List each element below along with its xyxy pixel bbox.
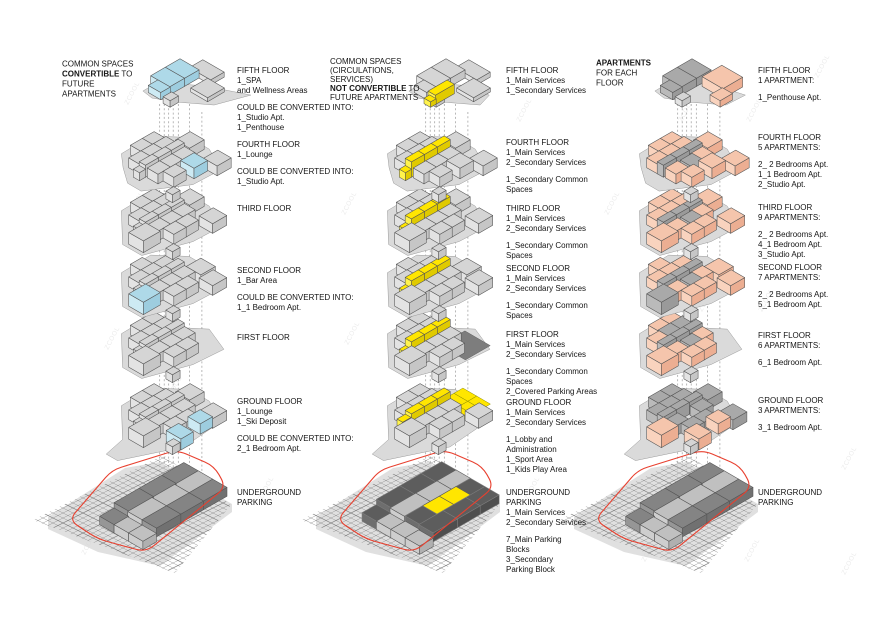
svg-text:COMMON SPACES(CIRCULATIONS,SER: COMMON SPACES(CIRCULATIONS,SERVICES)NOT …	[330, 57, 420, 102]
svg-text:THIRD FLOOR: THIRD FLOOR	[237, 204, 291, 213]
svg-text:FIRST FLOOR: FIRST FLOOR	[237, 333, 290, 342]
